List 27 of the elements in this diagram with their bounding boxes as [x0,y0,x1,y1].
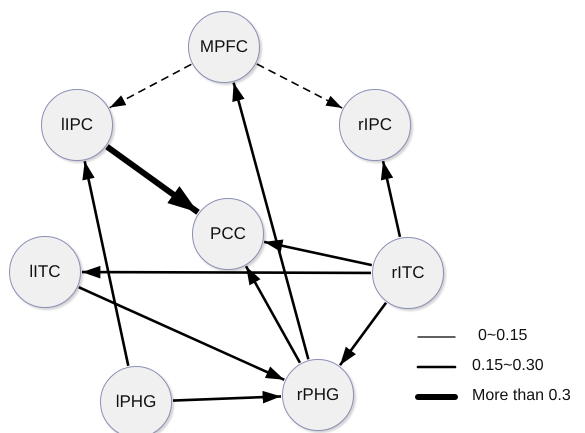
arrow [78,286,285,381]
arrow [380,160,402,238]
arrow [264,240,372,266]
arrow [256,63,342,109]
arrow [82,266,371,278]
node-label: lPHG [116,392,156,412]
node-label: rIPC [358,115,392,135]
arrow [82,160,130,366]
arrow [172,390,282,404]
arrow [244,266,302,364]
arrow [109,64,192,108]
legend-label: More than 0.3 [472,387,571,405]
legend-label: 0.15~0.30 [472,357,544,375]
legend-label: 0~0.15 [478,327,528,345]
region-node [192,198,264,270]
node-label: rITC [391,263,425,283]
node-label: lITC [29,262,61,282]
arrow [338,302,388,366]
region-node [339,89,411,161]
node-label: lIPC [60,115,94,135]
node-label: MPFC [200,37,248,57]
node-label: rPHG [296,385,340,405]
region-node [188,11,260,83]
region-node [282,359,354,431]
arrow [232,82,310,360]
node-label: PCC [210,224,246,244]
arrow [105,144,200,215]
